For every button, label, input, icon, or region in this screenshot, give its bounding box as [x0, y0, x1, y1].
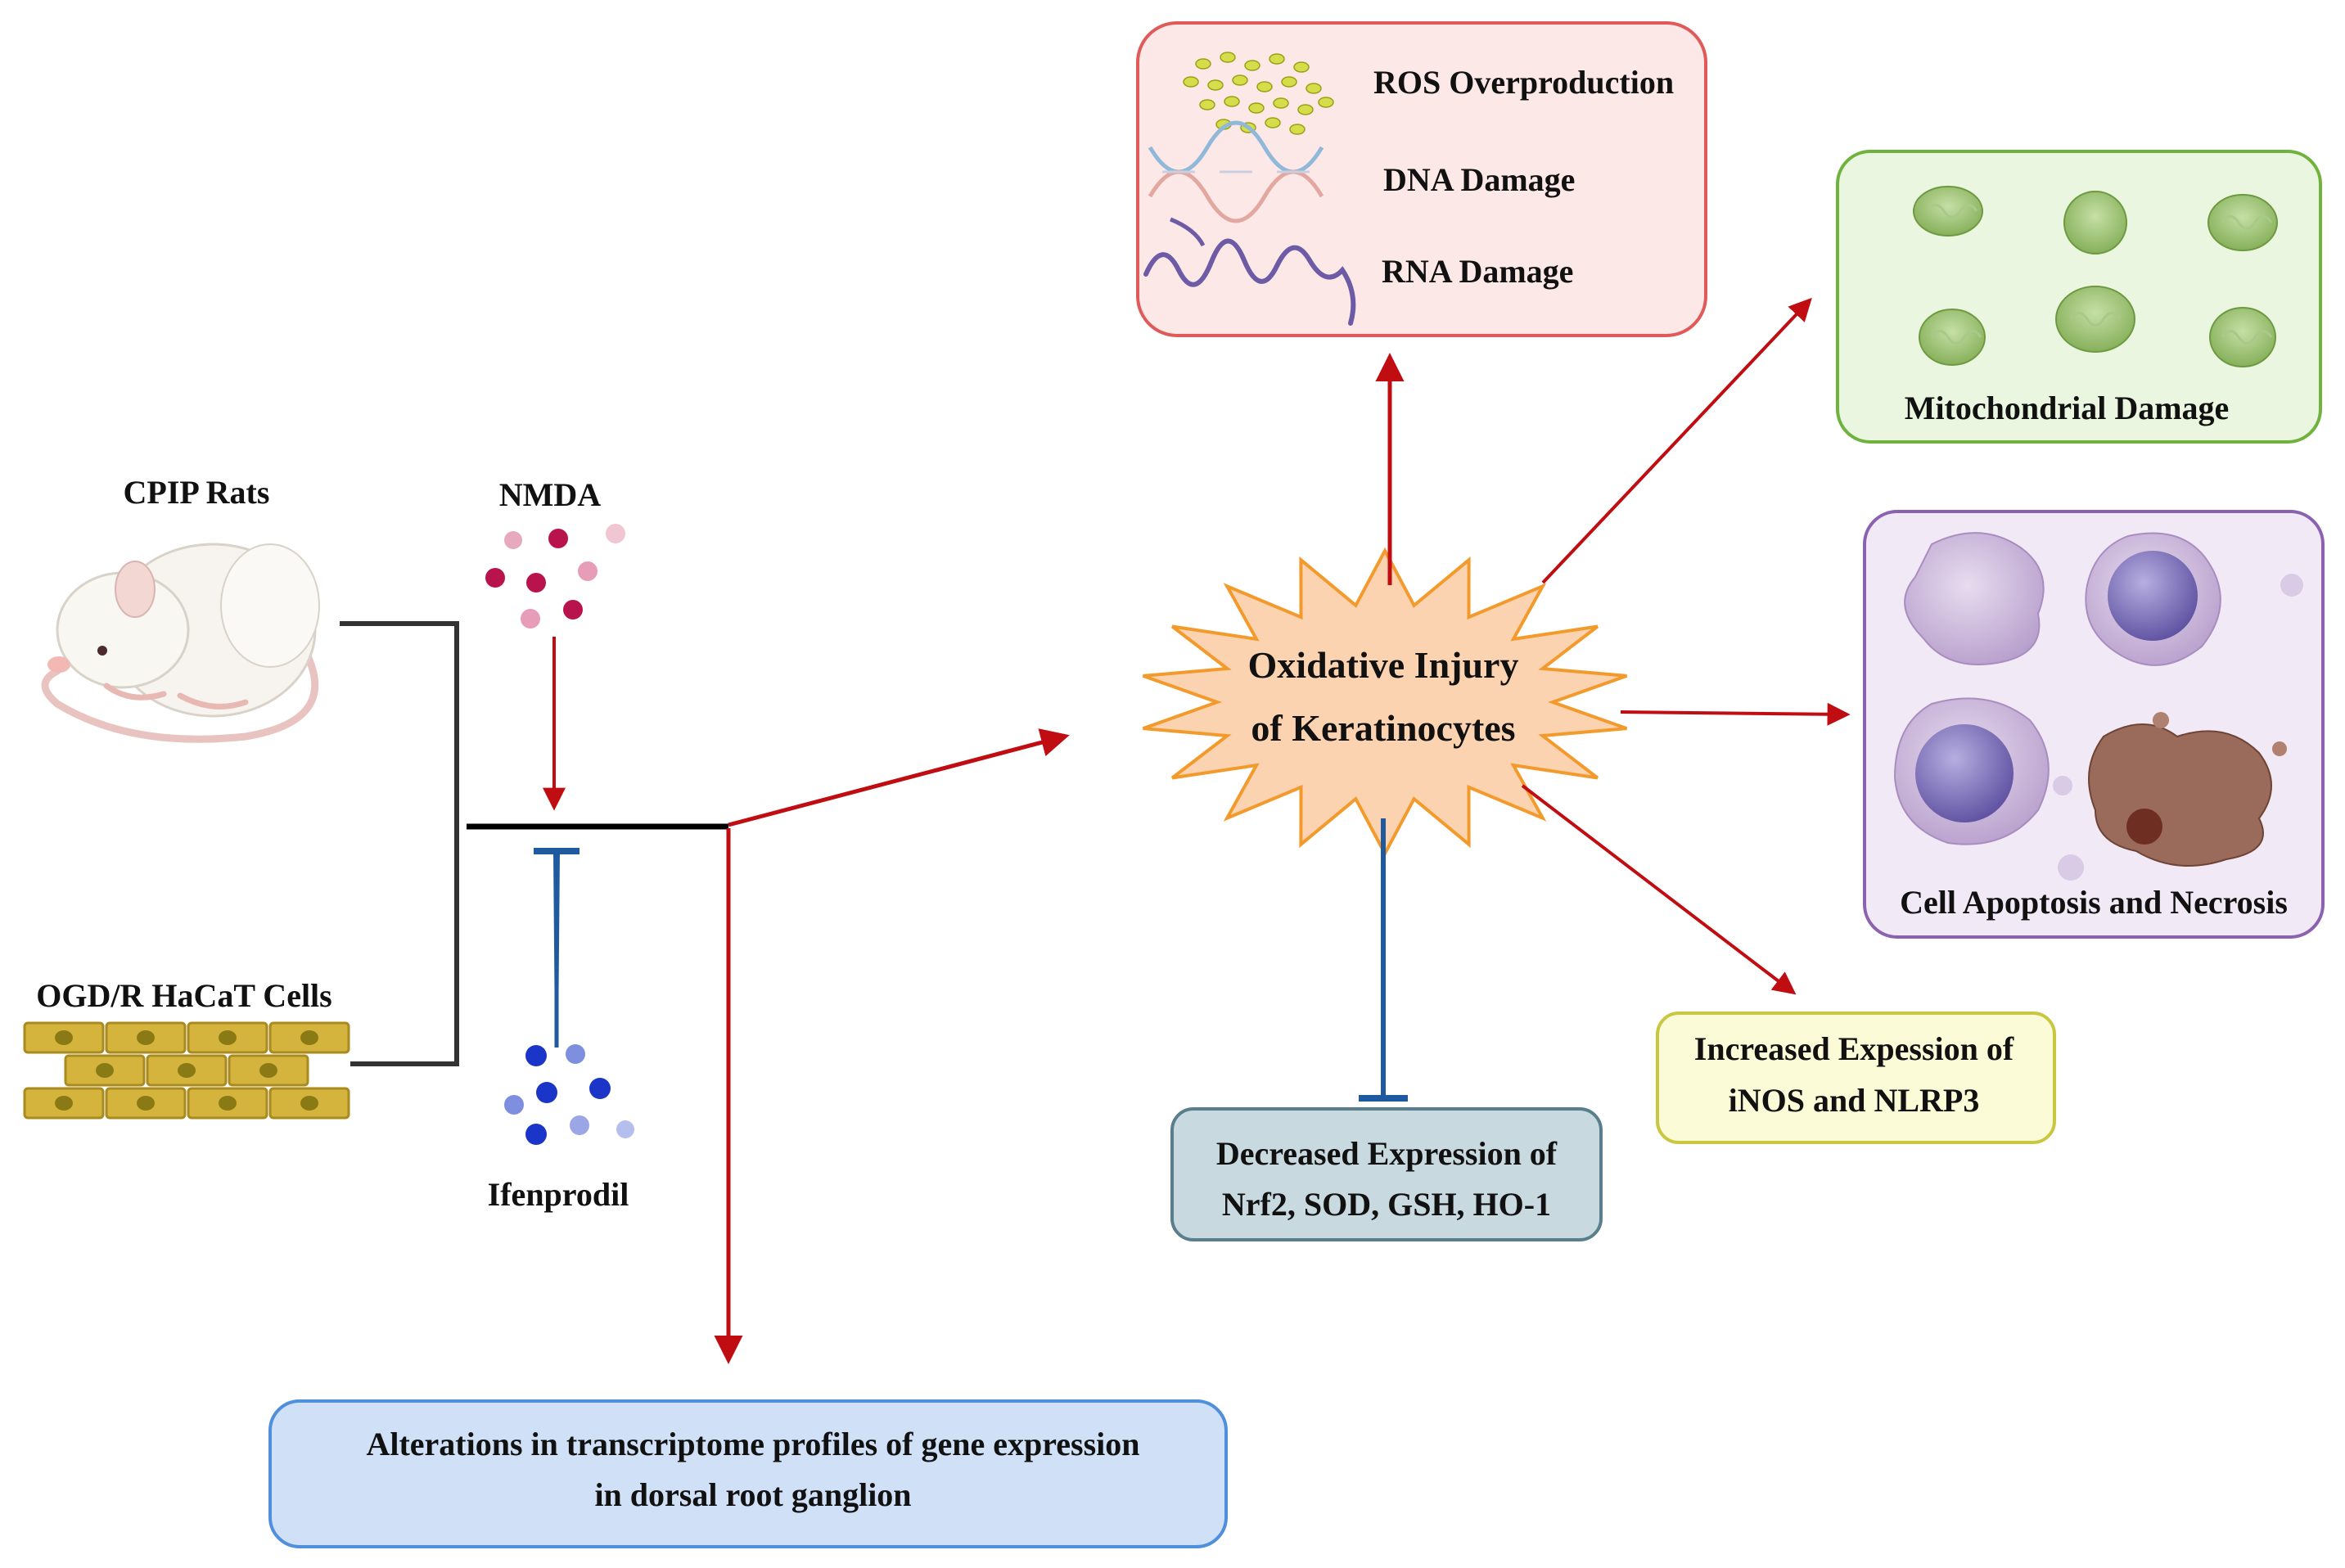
oxidative-injury-node: Oxidative Injury of Keratinocytes: [1142, 547, 1628, 858]
ros-particles-icon: [1183, 52, 1334, 135]
center-line1: Oxidative Injury: [1248, 644, 1519, 686]
arrow-to-mitochondria-box: [1541, 297, 1812, 584]
center-line2: of Keratinocytes: [1251, 707, 1515, 749]
damage-item-0: ROS Overproduction: [1373, 64, 1674, 101]
nmda-label: NMDA: [499, 476, 602, 513]
hacat-cells-icon: [23, 1021, 350, 1120]
mitochondria-label: Mitochondrial Damage: [1905, 390, 2230, 426]
source-connector: [340, 621, 728, 1066]
damage-box: ROS Overproduction DNA Damage RNA Damage: [1136, 21, 1707, 337]
inhibit-to-decreased-box: [1359, 818, 1408, 1102]
arrow-to-increased-box: [1521, 784, 1797, 995]
transcriptome-line2: in dorsal root ganglion: [594, 1476, 911, 1513]
apoptosis-box: Cell Apoptosis and Necrosis: [1863, 510, 2325, 939]
decreased-box: Decreased Expression of Nrf2, SOD, GSH, …: [1170, 1107, 1603, 1241]
damage-item-1: DNA Damage: [1383, 161, 1575, 198]
increased-box: Increased Expession of iNOS and NLRP3: [1656, 1012, 2056, 1144]
transcriptome-line1: Alterations in transcriptome profiles of…: [366, 1426, 1139, 1462]
apoptosis-label: Cell Apoptosis and Necrosis: [1900, 884, 2288, 921]
rats-label: CPIP Rats: [124, 474, 270, 511]
transcriptome-box: Alterations in transcriptome profiles of…: [268, 1399, 1228, 1548]
necrotic-cell-icon: [2088, 712, 2287, 867]
decreased-line2: Nrf2, SOD, GSH, HO-1: [1222, 1186, 1551, 1223]
apoptotic-cell-icon: [1893, 532, 2303, 881]
ifenprodil-label: Ifenprodil: [488, 1176, 629, 1213]
rat-icon: [41, 543, 320, 743]
mitochondria-icon: [1913, 186, 2278, 367]
increased-line1: Increased Expession of: [1694, 1030, 2014, 1067]
dna-icon: [1148, 120, 1324, 223]
damage-item-2: RNA Damage: [1382, 253, 1573, 290]
decreased-line1: Decreased Expression of: [1216, 1135, 1558, 1172]
nmda-molecules-icon: [485, 524, 625, 629]
increased-line2: iNOS and NLRP3: [1729, 1082, 1980, 1119]
ifenprodil-inhibit-arrow: [534, 848, 579, 1048]
ifenprodil-molecules-icon: [504, 1044, 634, 1145]
arrow-to-oxidative-injury: [728, 728, 1070, 827]
cells-label: OGD/R HaCaT Cells: [36, 977, 332, 1014]
arrow-to-apoptosis-box: [1620, 702, 1851, 726]
mitochondria-box: Mitochondrial Damage: [1836, 150, 2322, 444]
rna-icon: [1143, 217, 1356, 326]
